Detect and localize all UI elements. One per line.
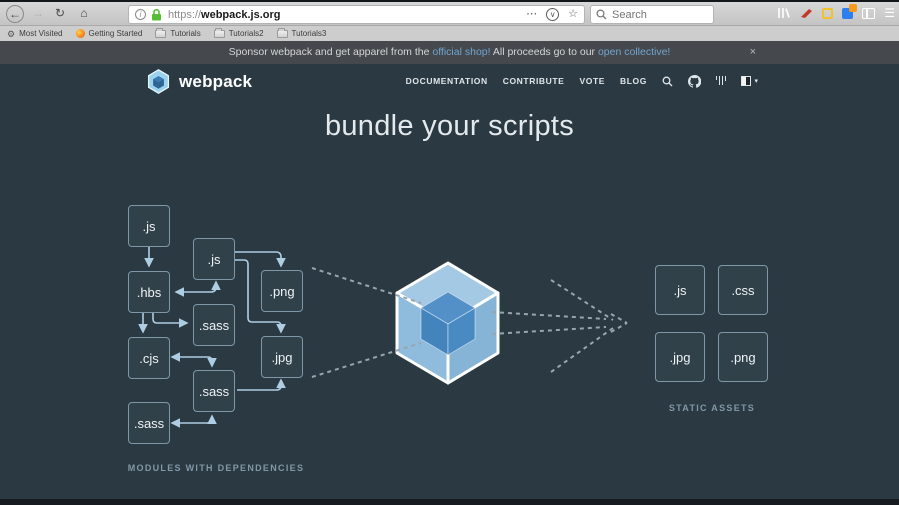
webpack-homepage: webpack DOCUMENTATION CONTRIBUTE VOTE BL… [0,64,899,499]
search-input[interactable] [612,8,698,21]
nav-contribute[interactable]: CONTRIBUTE [502,76,565,86]
bookmark-tutorials[interactable]: Tutorials [155,27,201,38]
window-top-edge [0,0,899,2]
notes-extension-icon[interactable] [822,7,834,19]
bookmark-tutorials3[interactable]: Tutorials3 [276,27,327,38]
bookmark-getting-started[interactable]: Getting Started [75,29,143,38]
module-box: .js [193,238,235,280]
url-text: https://webpack.js.org [168,9,281,21]
reload-button[interactable]: ↻ [54,6,66,20]
nav-vote[interactable]: VOTE [579,76,606,86]
toolbar-right-icons: ☰ [777,3,895,20]
bookmark-label: Most Visited [19,29,63,38]
banner-text: Sponsor webpack and get apparel from the [228,46,433,58]
asset-box: .js [655,265,705,315]
folder-icon [276,27,288,38]
nav-documentation[interactable]: DOCUMENTATION [405,76,488,86]
browser-toolbar: ← → ↻ ⌂ i https://webpack.js.org ⋯ ∨ ☆ [0,2,899,26]
asset-box: .png [718,332,768,382]
site-nav: DOCUMENTATION CONTRIBUTE VOTE BLOG ▾ [406,64,758,98]
banner-close-icon[interactable]: × [749,46,756,58]
banner-text: All proceeds go to our [490,46,598,58]
webpack-cube-icon [147,69,170,94]
language-flag-icon [741,76,752,86]
site-info-icon[interactable]: i [135,9,146,20]
bundle-diagram-graphics [138,247,628,428]
module-box: .sass [128,402,170,444]
modules-label: MODULES WITH DEPENDENCIES [127,463,305,473]
url-bar[interactable]: i https://webpack.js.org ⋯ ∨ ☆ [128,5,585,24]
module-box: .sass [193,370,235,412]
module-box: .jpg [261,336,303,378]
asset-box: .css [718,265,768,315]
page-actions-icon[interactable]: ⋯ [526,8,538,20]
module-box: .cjs [128,337,170,379]
sponsor-banner: Sponsor webpack and get apparel from the… [0,41,899,64]
folder-icon [213,27,225,38]
extension-icon[interactable] [842,3,858,19]
assets-label: STATIC ASSETS [668,403,756,413]
chevron-down-icon: ▾ [754,78,758,85]
bookmark-label: Tutorials2 [228,29,264,38]
sidebar-toggle-icon[interactable] [862,7,876,19]
search-bar[interactable] [590,5,714,24]
open-collective-link[interactable]: open collective! [597,46,671,58]
asset-box: .jpg [655,332,705,382]
folder-icon [155,27,167,38]
bookmark-most-visited[interactable]: ⚙ Most Visited [7,29,63,39]
window-bottom-edge [0,499,899,505]
url-host: webpack.js.org [201,8,281,21]
module-box: .js [128,205,170,247]
url-scheme: https:// [168,8,202,21]
extension-badge [849,3,858,12]
brush-icon[interactable] [800,7,813,19]
firefox-icon [75,29,85,38]
module-box: .png [261,270,303,312]
webpack-logo[interactable]: webpack [145,68,252,95]
gitter-icon[interactable] [715,76,727,86]
bookmarks-bar: ⚙ Most Visited Getting Started Tutorials… [0,26,899,41]
library-icon[interactable] [777,7,791,19]
https-lock-icon[interactable] [151,8,162,21]
back-button[interactable]: ← [6,5,24,23]
bookmark-star-icon[interactable]: ☆ [568,8,578,20]
home-button[interactable]: ⌂ [80,6,88,20]
nav-blog[interactable]: BLOG [620,76,647,86]
page-title: bundle your scripts [324,110,575,142]
module-box: .hbs [128,271,170,313]
bookmark-label: Getting Started [88,29,143,38]
bookmark-label: Tutorials3 [291,29,327,38]
brand-name: webpack [179,71,253,91]
browser-chrome: ← → ↻ ⌂ i https://webpack.js.org ⋯ ∨ ☆ [0,0,899,41]
search-icon [596,9,607,20]
menu-hamburger-icon[interactable]: ☰ [884,6,895,20]
official-shop-link[interactable]: official shop! [432,46,491,58]
gear-icon: ⚙ [7,28,16,39]
bookmark-label: Tutorials [170,29,201,38]
site-header: webpack DOCUMENTATION CONTRIBUTE VOTE BL… [0,64,899,98]
github-icon[interactable] [687,74,701,88]
bookmark-tutorials2[interactable]: Tutorials2 [213,27,264,38]
forward-button[interactable]: → [32,6,44,20]
language-dropdown[interactable]: ▾ [741,76,758,86]
site-search-icon[interactable] [662,76,673,87]
module-box: .sass [193,304,235,346]
pocket-icon[interactable]: ∨ [546,8,560,21]
